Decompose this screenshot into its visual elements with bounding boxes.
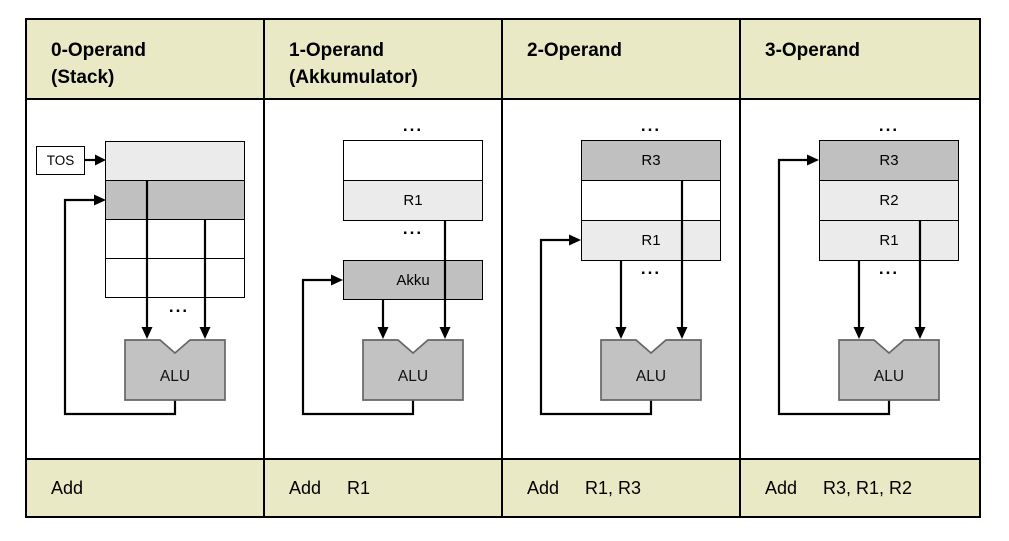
column-header-line: (Akkumulator) — [289, 67, 418, 88]
register-row: R1 — [820, 220, 958, 260]
alu-label: ALU — [398, 368, 428, 385]
instruction-stack: Add — [27, 458, 265, 516]
diagram-3-operand-machine: ... R3 R2 R1 ... ALU — [741, 100, 979, 458]
akku-output-arrowhead-icon — [377, 327, 389, 339]
result-feedback-line — [301, 278, 415, 416]
register-box: R3 R1 — [581, 140, 721, 261]
alu-shape — [362, 339, 464, 401]
register-label: R1 — [641, 232, 661, 249]
column-header-line: 3-Operand — [765, 40, 861, 61]
instruction-operands: R1 — [347, 477, 371, 498]
stack-register-box — [105, 141, 245, 298]
feedback-arrowhead-icon — [569, 234, 581, 246]
operand2-arrowhead-icon — [199, 327, 211, 339]
ellipsis-below: ... — [878, 259, 900, 278]
alu-shape — [600, 339, 702, 401]
operand-r3-arrowhead-icon — [676, 327, 688, 339]
header-2-operand: 2-Operand — [503, 20, 741, 100]
register-row — [106, 180, 244, 219]
column-header-line: (Stack) — [51, 67, 115, 88]
ellipsis-above: ... — [878, 116, 900, 135]
header-1-operand: 1-Operand (Akkumulator) — [265, 20, 503, 100]
instruction-2-operand: Add R1, R3 — [503, 458, 741, 516]
diagram-akkumulator-machine: ... R1 ... Akku ALU — [265, 100, 503, 458]
alu-label: ALU — [160, 368, 190, 385]
operand-architecture-table: 0-Operand (Stack) 1-Operand (Akkumulator… — [25, 18, 981, 518]
instruction-3-operand: Add R3, R1, R2 — [741, 458, 979, 516]
register-box: R3 R2 R1 — [819, 140, 959, 261]
operand-r1-arrowhead-icon — [439, 327, 451, 339]
register-box: R1 — [343, 140, 483, 221]
column-header-line: 1-Operand — [289, 40, 385, 61]
operand1-arrowhead-icon — [141, 327, 153, 339]
alu-label: ALU — [874, 368, 904, 385]
ellipsis-above: ... — [402, 116, 424, 135]
feedback-arrowhead-icon — [331, 274, 343, 286]
register-row — [582, 180, 720, 220]
register-row: R2 — [820, 180, 958, 220]
register-label: R2 — [879, 192, 899, 209]
operand-r1-arrowhead-icon — [615, 327, 627, 339]
register-row: R1 — [344, 180, 482, 220]
register-row: R1 — [582, 220, 720, 260]
tos-box: TOS — [36, 146, 85, 175]
ellipsis-below: ... — [168, 297, 190, 316]
register-row — [106, 219, 244, 258]
feedback-arrowhead-icon — [807, 154, 819, 166]
instruction-mnemonic: Add — [51, 477, 84, 498]
instruction-operands: R3, R1, R2 — [823, 477, 913, 498]
tos-label: TOS — [46, 153, 75, 168]
register-label: R3 — [879, 152, 899, 169]
operand-r1-arrowhead-icon — [853, 327, 865, 339]
diagram-stack-machine: TOS ... ALU — [27, 100, 265, 458]
ellipsis-below: ... — [402, 219, 424, 238]
alu-shape — [838, 339, 940, 401]
akku-box: Akku — [343, 260, 483, 300]
column-header-line: 0-Operand — [51, 40, 147, 61]
register-label: R3 — [641, 152, 661, 169]
register-row: R3 — [582, 141, 720, 180]
register-row — [106, 258, 244, 297]
instruction-mnemonic: Add — [765, 477, 798, 498]
akku-label: Akku — [396, 271, 430, 289]
register-row — [344, 141, 482, 180]
register-label: R1 — [879, 232, 899, 249]
instruction-mnemonic: Add — [289, 477, 322, 498]
instruction-akkumulator: Add R1 — [265, 458, 503, 516]
column-header-line: 2-Operand — [527, 40, 623, 61]
ellipsis-above: ... — [640, 116, 662, 135]
register-row — [106, 142, 244, 180]
diagram-2-operand-machine: ... R3 R1 ... ALU — [503, 100, 741, 458]
alu-shape — [124, 339, 226, 401]
operand-r2-arrowhead-icon — [914, 327, 926, 339]
alu-label: ALU — [636, 368, 666, 385]
register-row: R3 — [820, 141, 958, 180]
instruction-operands: R1, R3 — [585, 477, 642, 498]
register-label: R1 — [403, 192, 423, 209]
header-3-operand: 3-Operand — [741, 20, 979, 100]
header-0-operand: 0-Operand (Stack) — [27, 20, 265, 100]
instruction-mnemonic: Add — [527, 477, 560, 498]
ellipsis-below: ... — [640, 259, 662, 278]
